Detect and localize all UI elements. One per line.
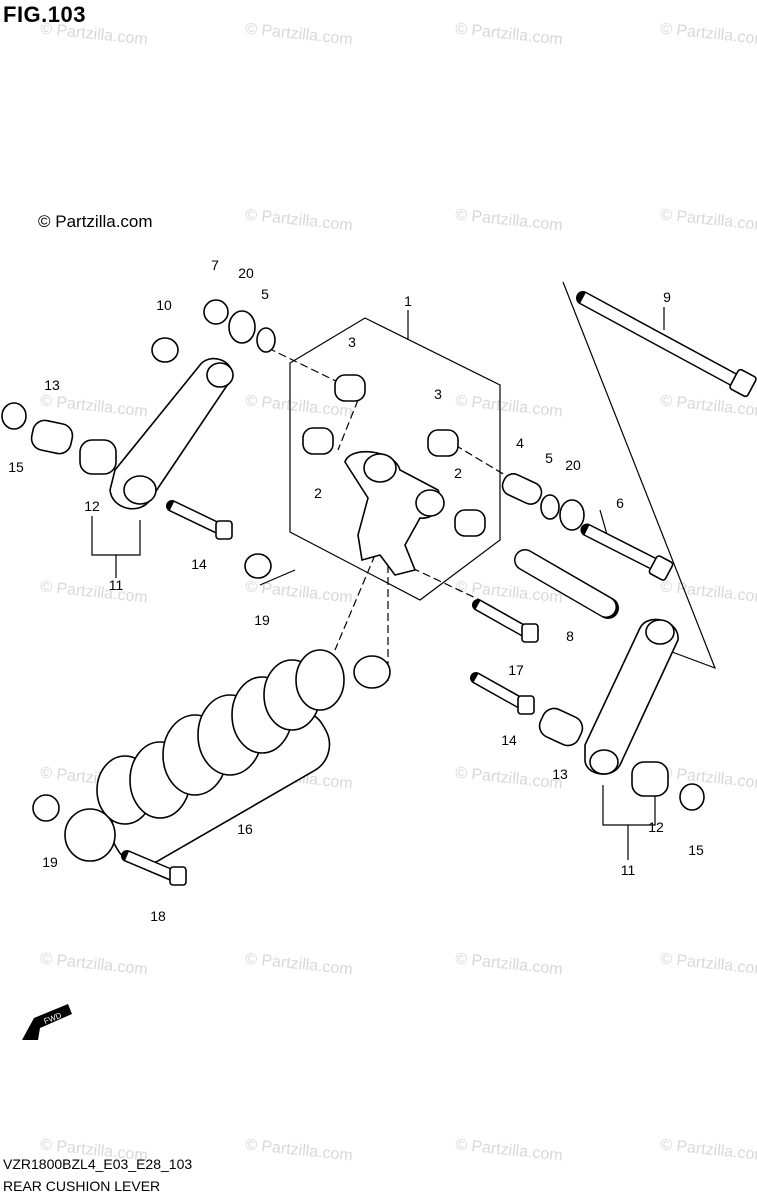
fwd-label: FWD	[43, 1011, 63, 1026]
part-19-nut	[32, 794, 60, 822]
part-6-bolt	[580, 523, 674, 581]
part-18-bolt	[121, 850, 187, 886]
part-17-bolt	[472, 599, 539, 643]
bracket-11-left	[91, 516, 141, 556]
part-5-seal	[540, 494, 560, 520]
dashed-connector	[411, 567, 481, 601]
callout-14: 14	[191, 556, 207, 572]
figure-title: FIG.103	[3, 2, 86, 27]
part-15-nut	[679, 783, 705, 811]
dashed-connector	[267, 347, 341, 384]
part-10-nut	[151, 337, 179, 363]
part-11-rod-left	[109, 357, 234, 510]
dashed-connector	[454, 444, 511, 479]
callout-10: 10	[156, 297, 172, 313]
part-12-bearing	[631, 761, 669, 797]
part-20-washer	[559, 499, 585, 531]
callout-9: 9	[663, 289, 671, 305]
callout-19: 19	[42, 854, 58, 870]
part-9-bolt	[576, 291, 757, 398]
diagram-caption: REAR CUSHION LEVER	[3, 1178, 161, 1194]
leader-line	[259, 569, 296, 586]
part-13-collar	[30, 419, 74, 455]
callout-16: 16	[237, 821, 253, 837]
copyright-notice: © Partzilla.com	[38, 212, 153, 231]
part-7-nut	[203, 299, 229, 325]
part-13-collar	[538, 707, 584, 747]
part-5-seal	[256, 327, 276, 353]
part-12-bearing	[79, 439, 117, 475]
part-14-bolt	[166, 500, 233, 540]
assembly-outline	[289, 317, 501, 601]
callout-1: 1	[404, 293, 412, 309]
bracket-11-right	[602, 785, 656, 826]
model-code: VZR1800BZL4_E03_E28_103	[3, 1156, 193, 1172]
callout-20: 20	[238, 265, 254, 281]
dashed-connector	[334, 554, 376, 651]
callout-19: 19	[254, 612, 270, 628]
part-2-bearing	[302, 427, 334, 455]
callout-15: 15	[688, 842, 704, 858]
callout-18: 18	[150, 908, 166, 924]
part-4-collar	[501, 473, 543, 505]
part-2-bearing	[454, 509, 486, 537]
callout-12: 12	[648, 819, 664, 835]
callout-2: 2	[314, 485, 322, 501]
part-11-rod-right	[584, 618, 679, 775]
callout-6: 6	[616, 495, 624, 511]
callout-15: 15	[8, 459, 24, 475]
callout-2: 2	[454, 465, 462, 481]
part-15-nut	[1, 402, 27, 430]
callout-4: 4	[516, 435, 524, 451]
callout-3: 3	[348, 334, 356, 350]
callout-20: 20	[565, 457, 581, 473]
part-19-nut	[244, 553, 272, 579]
callout-3: 3	[434, 386, 442, 402]
group-outline	[562, 281, 717, 670]
callout-11: 11	[620, 862, 636, 878]
part-8-pipe	[514, 549, 619, 619]
dashed-connector	[337, 399, 359, 451]
part-20-washer	[228, 310, 256, 344]
callout-13: 13	[552, 766, 568, 782]
part-16-shock-absorber	[64, 649, 391, 866]
callout-14: 14	[501, 732, 517, 748]
part-3-bearing	[427, 429, 459, 457]
callout-12: 12	[84, 498, 100, 514]
callout-8: 8	[566, 628, 574, 644]
fwd-arrow-icon: FWD	[22, 1004, 72, 1040]
callout-5: 5	[261, 286, 269, 302]
part-1-cushion-lever	[344, 450, 445, 576]
callout-17: 17	[508, 662, 524, 678]
part-3-bearing	[334, 374, 366, 402]
callout-13: 13	[44, 377, 60, 393]
callout-7: 7	[211, 257, 219, 273]
callout-5: 5	[545, 450, 553, 466]
part-14-bolt	[470, 672, 535, 715]
callout-11: 11	[108, 577, 124, 593]
